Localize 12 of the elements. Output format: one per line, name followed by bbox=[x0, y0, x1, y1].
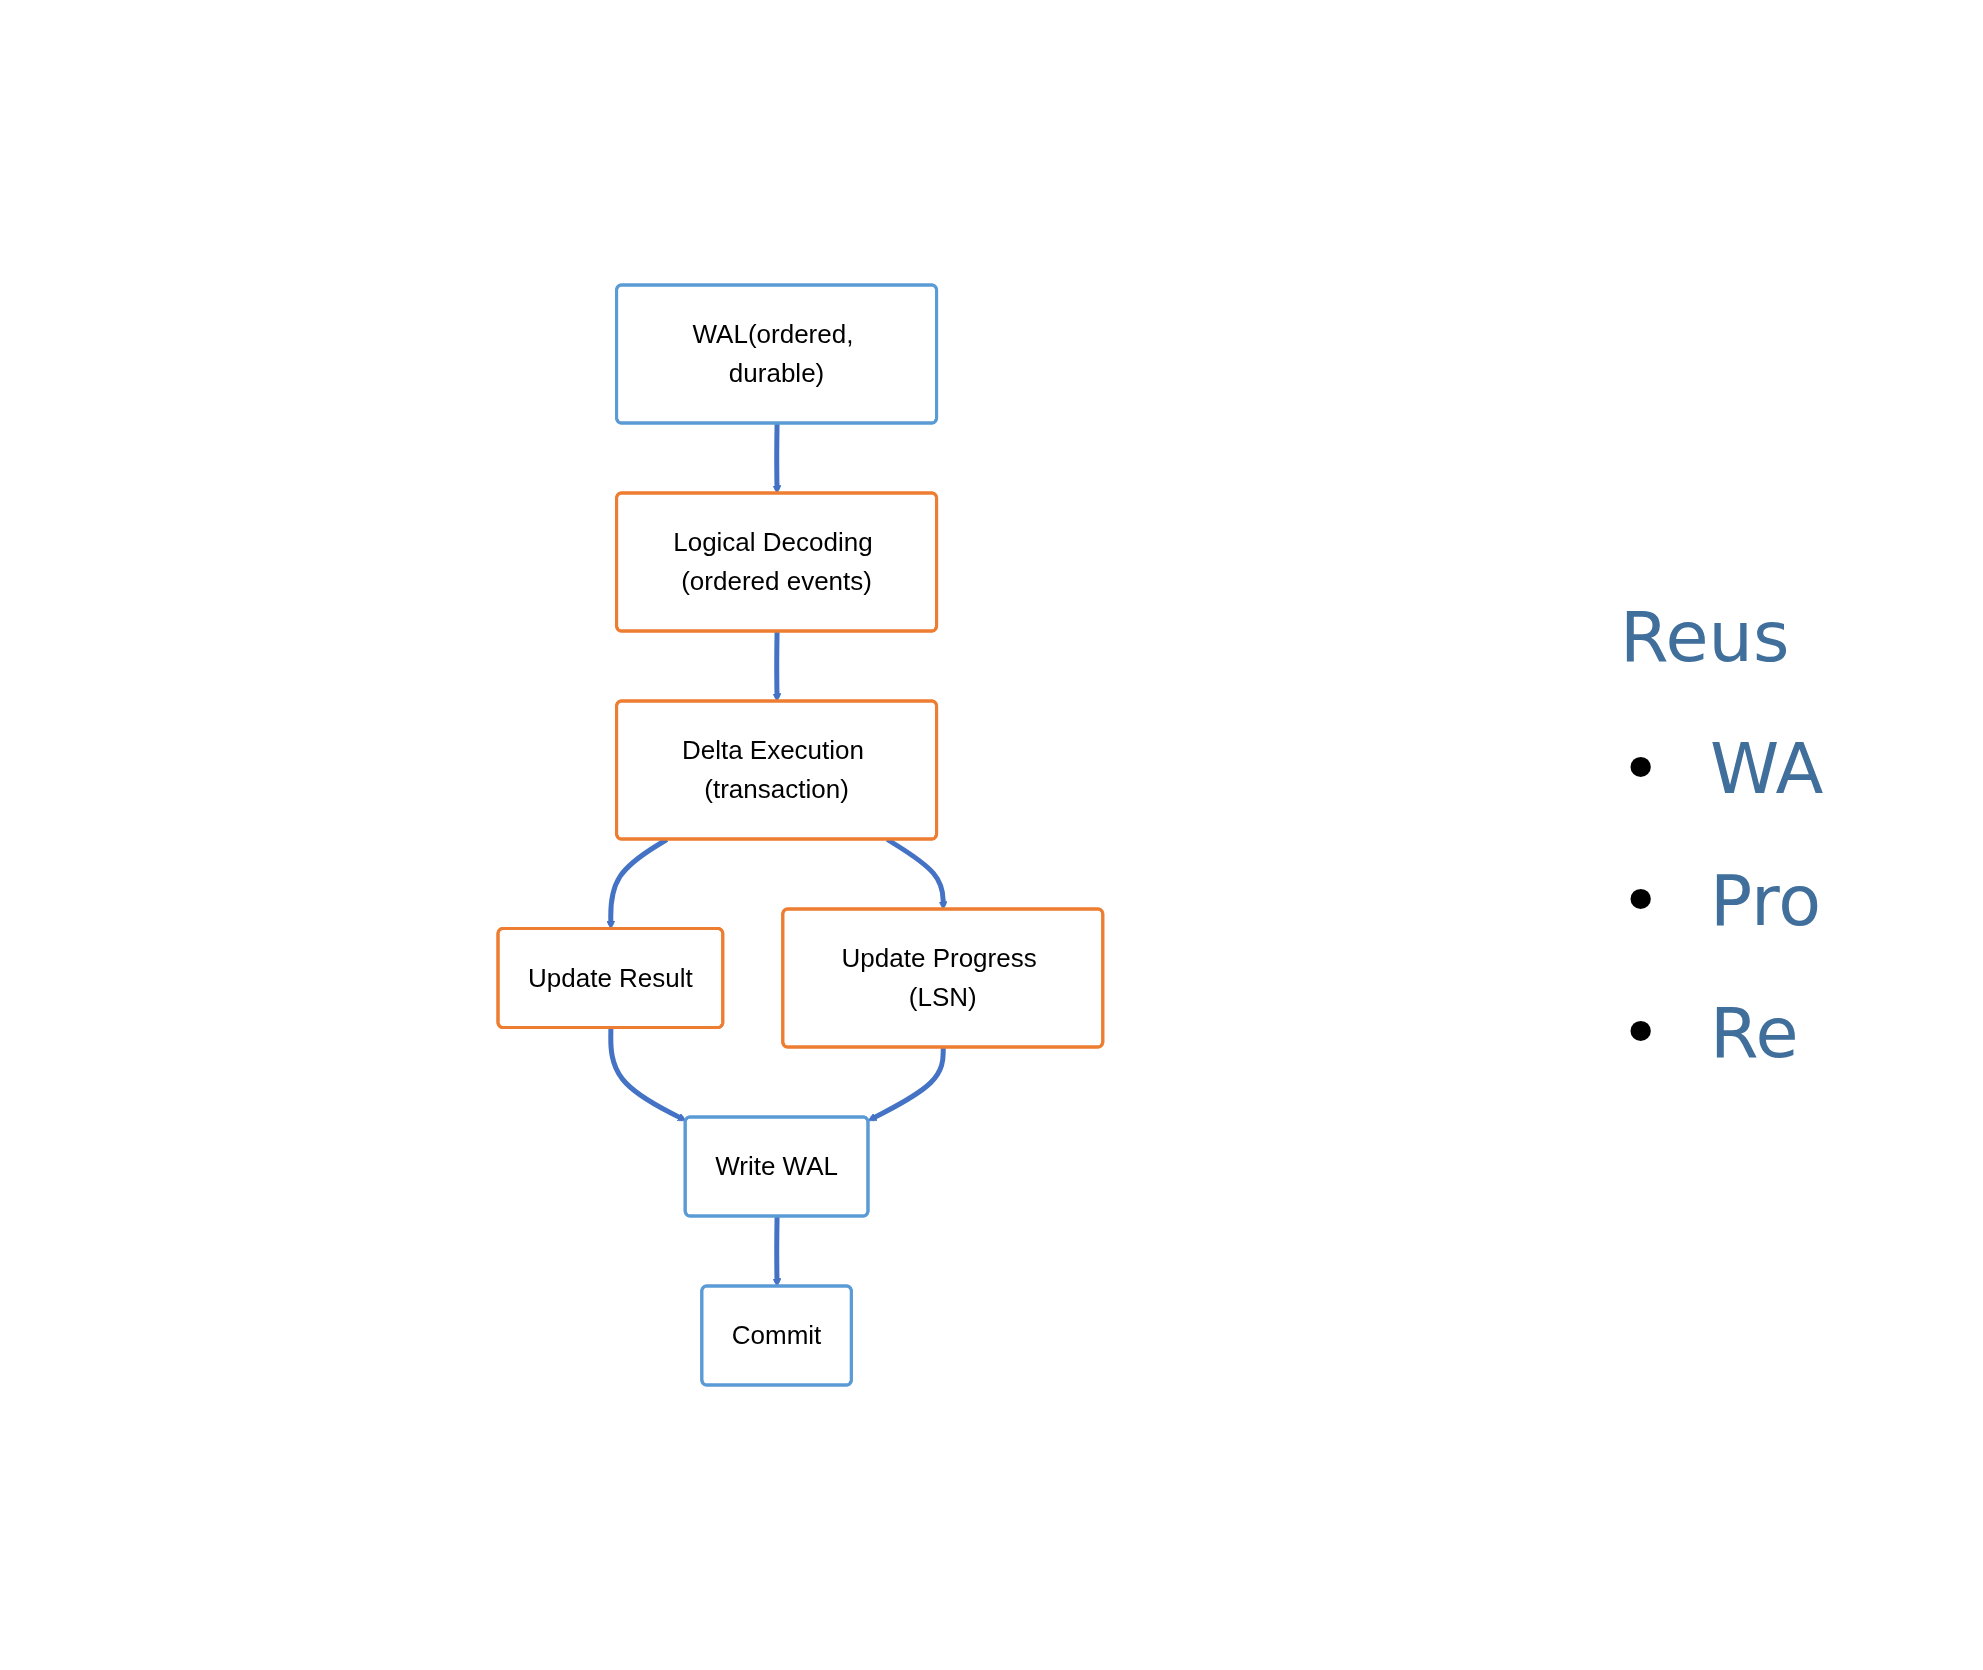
bullet-text: Pro bbox=[1710, 860, 1822, 942]
arrow bbox=[867, 1047, 946, 1122]
arrow bbox=[772, 1216, 781, 1287]
bullet-marker: • bbox=[1620, 992, 1663, 1074]
bullet-marker: • bbox=[1620, 728, 1663, 810]
bullet-text: Re bbox=[1710, 992, 1799, 1074]
heading-text: Reus bbox=[1620, 596, 1791, 678]
bullet-marker: • bbox=[1620, 860, 1663, 942]
arrow bbox=[772, 631, 781, 702]
arrow bbox=[772, 423, 781, 494]
bullet-text: WA bbox=[1710, 728, 1824, 810]
arrow bbox=[607, 1028, 686, 1122]
